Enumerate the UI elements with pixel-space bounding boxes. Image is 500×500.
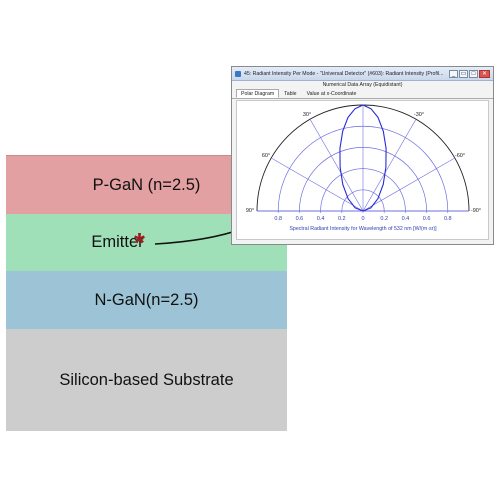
polar-plot-area: 0° 30° -30° 60° -60° 90° -90° 0.8 0.6 0.4 0.2 0 0.2 0… xyxy=(236,97,489,240)
radial-tick-label: 0.2 xyxy=(338,216,346,222)
window-title: 45: Radiant Intensity Per Mode - "Univer… xyxy=(244,70,444,77)
restore-button[interactable]: ▭ xyxy=(459,69,468,78)
window-titlebar[interactable]: 45: Radiant Intensity Per Mode - "Univer… xyxy=(232,67,493,81)
radial-tick-label: 0.4 xyxy=(402,216,410,222)
radial-tick-label: 0 xyxy=(361,216,364,222)
radial-tick-label: 0.2 xyxy=(380,216,388,222)
substrate-label: Silicon-based Substrate xyxy=(59,370,234,389)
angle-label: 90° xyxy=(246,208,254,214)
tab-value-at-x[interactable]: Value at x-Coordinate xyxy=(306,91,357,97)
app-icon xyxy=(235,70,241,77)
maximize-button[interactable]: □ xyxy=(469,69,478,78)
angle-label: 60° xyxy=(262,153,270,159)
n-gan-label: N-GaN(n=2.5) xyxy=(94,290,199,309)
radiant-intensity-window[interactable]: 45: Radiant Intensity Per Mode - "Univer… xyxy=(231,66,494,245)
polar-grid-spoke xyxy=(362,119,417,212)
tab-polar-diagram[interactable]: Polar Diagram xyxy=(236,89,280,98)
polar-grid-spoke xyxy=(362,157,455,212)
emitter-label: Emitter xyxy=(91,233,144,251)
angle-label: 0° xyxy=(360,101,365,103)
substrate-layer: Silicon-based Substrate xyxy=(6,329,287,431)
emitter-marker: * xyxy=(134,227,145,258)
n-gan-layer: N-GaN(n=2.5) xyxy=(6,271,287,329)
minimize-button[interactable]: _ xyxy=(449,69,458,78)
angle-label: -90° xyxy=(471,208,481,214)
polar-grid-spoke xyxy=(309,119,364,212)
angle-label: -30° xyxy=(414,112,424,118)
radial-tick-label: 0.6 xyxy=(423,216,431,222)
tab-bar: Polar Diagram Table Value at x-Coordinat… xyxy=(232,89,493,99)
tab-table[interactable]: Table xyxy=(284,91,297,97)
polar-chart: 0° 30° -30° 60° -60° 90° -90° 0.8 0.6 0.4 0.2 0 0.2 0… xyxy=(246,97,481,232)
x-axis-label: Spectral Radiant Intensity for Wavelengt… xyxy=(289,226,437,232)
intensity-curve xyxy=(339,104,387,212)
window-subtitle: Numerical Data Array (Equidistant) xyxy=(322,82,403,88)
polar-grid-spoke xyxy=(271,157,364,212)
p-gan-label: P-GaN (n=2.5) xyxy=(92,175,201,194)
angle-label: -60° xyxy=(455,153,465,159)
angle-label: 30° xyxy=(303,112,311,118)
radial-tick-label: 0.4 xyxy=(317,216,325,222)
radial-tick-label: 0.6 xyxy=(296,216,304,222)
radial-tick-label: 0.8 xyxy=(274,216,282,222)
radial-tick-label: 0.8 xyxy=(444,216,452,222)
close-button[interactable]: ✕ xyxy=(479,69,490,78)
